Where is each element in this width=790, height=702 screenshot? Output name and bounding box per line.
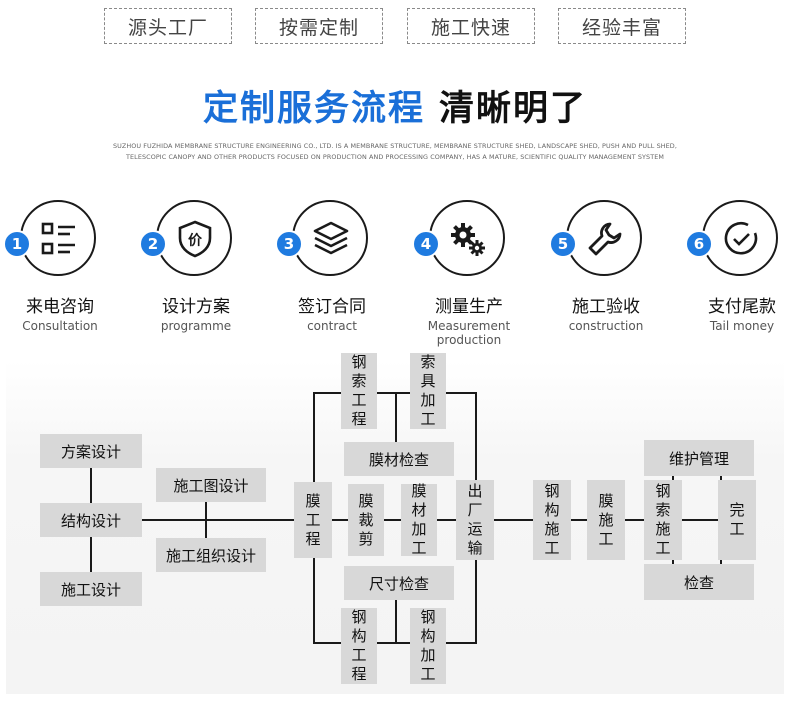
step-circle <box>429 200 505 276</box>
price-shield-icon: 价 <box>178 220 212 258</box>
flow-node-construction-design: 施工设计 <box>40 572 142 606</box>
flow-node-inspection: 检查 <box>644 564 754 600</box>
company-description: SUZHOU FUZHIDA MEMBRANE STRUCTURE ENGINE… <box>113 142 677 161</box>
flow-node-structure-design: 结构设计 <box>40 503 142 537</box>
flow-node-construction-org: 施工组织设计 <box>156 538 266 572</box>
flow-node-membrane-cutting: 膜裁剪 <box>348 484 384 556</box>
connector <box>205 500 207 540</box>
step-title: 签订合同 <box>298 297 366 317</box>
node-label: 膜裁剪 <box>358 491 374 548</box>
flow-node-complete: 完工 <box>718 480 756 560</box>
connector <box>313 642 476 644</box>
step-number-badge: 2 <box>139 230 167 258</box>
node-label: 完工 <box>729 501 745 538</box>
step-title: 测量生产 <box>435 297 503 317</box>
flow-node-maintenance: 维护管理 <box>644 440 754 476</box>
flow-node-factory-transport: 出厂运输 <box>456 480 494 560</box>
step-subtitle: Measurement production <box>427 319 511 347</box>
step-number-badge: 3 <box>275 230 303 258</box>
flow-node-membrane-engineering: 膜工程 <box>294 482 332 558</box>
step-number-badge: 5 <box>549 230 577 258</box>
flow-node-membrane-processing: 膜材加工 <box>401 482 437 557</box>
step-subtitle: programme <box>160 319 232 333</box>
node-label: 索具加工 <box>420 353 436 428</box>
gears-icon <box>451 223 485 256</box>
step-circle <box>702 200 778 276</box>
step-circle <box>20 200 96 276</box>
flow-node-membrane-construction: 膜施工 <box>587 480 625 560</box>
wrench-icon <box>588 222 622 256</box>
svg-text:价: 价 <box>188 233 203 249</box>
node-label: 膜施工 <box>598 491 614 548</box>
flow-node-steel-cable-construction: 钢索施工 <box>644 480 682 560</box>
step-subtitle: Tail money <box>709 319 775 333</box>
flow-node-dimension-check: 尺寸检查 <box>344 566 454 600</box>
connector <box>395 595 397 643</box>
node-label: 钢构工程 <box>351 608 367 683</box>
node-label: 钢构施工 <box>544 482 560 557</box>
step-circle <box>566 200 642 276</box>
flow-node-steel-engineering: 钢构工程 <box>341 608 377 684</box>
headline: 定制服务流程清晰明了 <box>0 80 790 131</box>
headline-black: 清晰明了 <box>439 89 588 129</box>
step-title: 来电咨询 <box>26 297 94 317</box>
step-circle: 价 <box>156 200 232 276</box>
flow-node-steel-construction: 钢构施工 <box>533 480 571 560</box>
node-label: 膜工程 <box>305 491 321 548</box>
node-label: 钢构加工 <box>420 608 436 683</box>
layers-icon <box>313 221 349 255</box>
step-number-badge: 1 <box>3 230 31 258</box>
check-circle-icon <box>724 221 758 255</box>
step-subtitle: contract <box>307 319 357 333</box>
step-number-badge: 6 <box>685 230 713 258</box>
step-subtitle: construction <box>568 319 644 333</box>
feature-tag-fast: 施工快速 <box>407 8 535 44</box>
list-icon <box>41 222 75 255</box>
feature-tag-custom: 按需定制 <box>255 8 383 44</box>
node-label: 钢索工程 <box>351 353 367 428</box>
headline-blue: 定制服务流程 <box>202 89 425 129</box>
node-label: 出厂运输 <box>467 482 483 557</box>
connector <box>395 392 397 442</box>
step-title: 施工验收 <box>572 297 640 317</box>
node-label: 膜材加工 <box>411 482 427 557</box>
step-circle <box>292 200 368 276</box>
node-label: 钢索施工 <box>655 482 671 557</box>
step-subtitle: Consultation <box>22 319 98 333</box>
step-title: 支付尾款 <box>708 297 776 317</box>
flow-node-steel-cable-engineering: 钢索工程 <box>341 353 377 429</box>
flow-node-cable-fitting-processing: 索具加工 <box>410 353 446 429</box>
step-title: 设计方案 <box>162 297 230 317</box>
feature-tag-experience: 经验丰富 <box>558 8 686 44</box>
feature-tag-factory: 源头工厂 <box>104 8 232 44</box>
flow-node-membrane-inspection: 膜材检查 <box>344 442 454 476</box>
flow-node-construction-drawing: 施工图设计 <box>156 468 266 502</box>
flow-node-steel-processing: 钢构加工 <box>410 608 446 684</box>
connector <box>313 392 476 394</box>
step-number-badge: 4 <box>412 230 440 258</box>
flow-node-design-scheme: 方案设计 <box>40 434 142 468</box>
